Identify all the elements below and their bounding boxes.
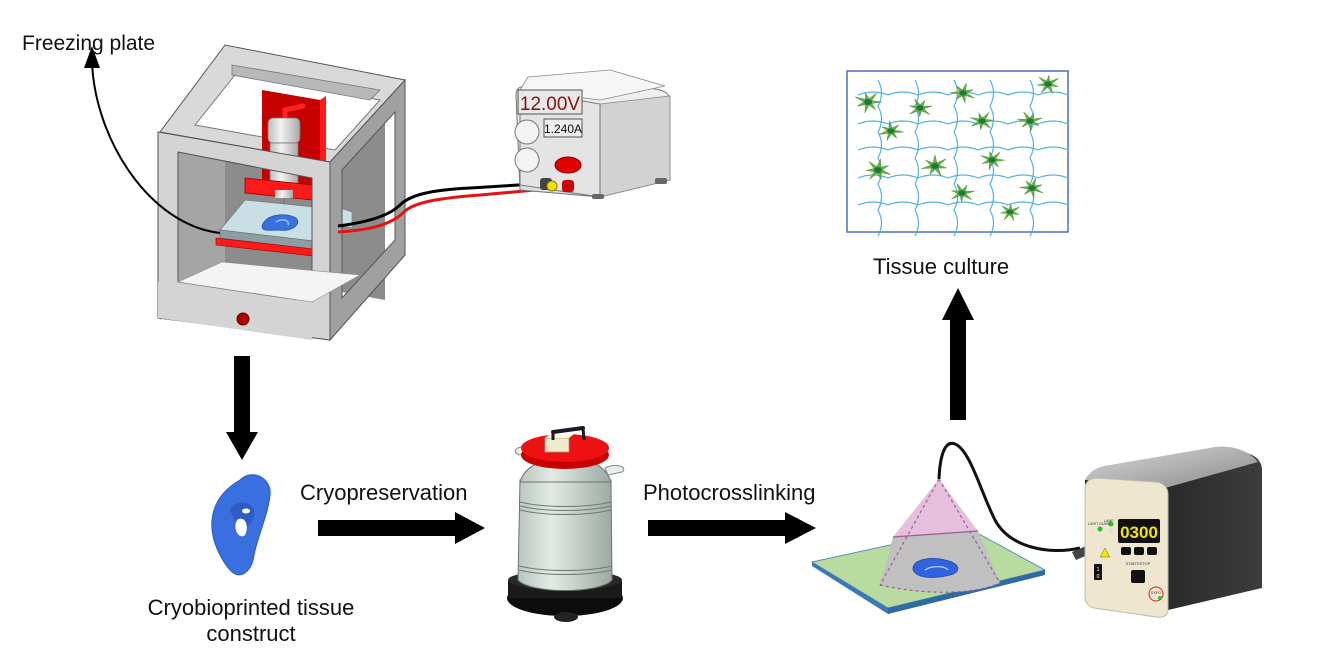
up-button[interactable] (1134, 547, 1144, 555)
open-indicator (1108, 528, 1114, 534)
label-photocrosslinking: Photocrosslinking (643, 480, 816, 505)
arrow-up (942, 288, 974, 420)
arrow-down (226, 356, 258, 460)
reset-button[interactable] (1121, 547, 1131, 555)
arrow-cryopreservation (318, 512, 485, 544)
cell-nucleus (1044, 81, 1052, 87)
light-guide-cable (937, 441, 1081, 552)
freezing-plate-pointer-head (84, 46, 100, 68)
cryobioprinter (157, 44, 406, 342)
current-readout: 1.240A (544, 122, 582, 136)
current-display (543, 118, 583, 138)
syringe-top (267, 117, 301, 144)
lamp-label: LAMP (1104, 519, 1114, 523)
cell-nucleus (1028, 185, 1036, 191)
printer-power-button[interactable] (236, 312, 250, 326)
exposure-timer-display (1118, 519, 1160, 543)
tissue-culture-panel (846, 70, 1069, 237)
cell-nucleus (1026, 118, 1034, 124)
power-switch[interactable] (554, 156, 582, 174)
cell-nucleus (874, 167, 882, 173)
red-wire (337, 185, 569, 234)
fiber-horizontal (857, 201, 1069, 206)
voltage-readout: 12.00V (520, 94, 581, 115)
power-supply: 12.00V 1.240A (514, 69, 671, 199)
fiber-vertical (1029, 79, 1035, 237)
down-button[interactable] (1147, 547, 1157, 555)
uv-light-source: 0300 LAMP LIGHT GUIDE START/STOP 1 0 EXP… (1084, 446, 1262, 618)
cell-layer (855, 75, 1059, 221)
light-guide-indicator (1097, 526, 1103, 532)
light-guide-label: LIGHT GUIDE (1088, 522, 1111, 526)
svg-text:EXPO: EXPO (1151, 591, 1161, 595)
label-cryopreservation: Cryopreservation (300, 480, 468, 505)
timer-readout: 0300 (1120, 523, 1158, 542)
start-stop-button[interactable] (1131, 570, 1145, 583)
red-terminal (562, 180, 574, 192)
start-stop-label: START/STOP (1126, 561, 1151, 566)
expo-ring (1148, 586, 1164, 602)
svg-text:1: 1 (1097, 567, 1100, 573)
fiber-horizontal (857, 146, 1069, 151)
photocrosslinking-setup (810, 441, 1104, 614)
dewar-handle (551, 426, 585, 434)
cell-nucleus (959, 90, 967, 96)
power-rocker-switch[interactable] (1094, 564, 1102, 580)
dewar-body (517, 479, 613, 591)
cell-nucleus (916, 105, 924, 111)
cryobioprinted-ear (211, 474, 271, 576)
cell-nucleus (887, 128, 895, 134)
black-wire (337, 182, 536, 228)
fiber-vertical (953, 79, 959, 237)
fiber-vertical (877, 79, 883, 237)
uv-light-cone (893, 479, 978, 537)
printed-ear-on-plate (261, 214, 299, 231)
svg-text:0: 0 (1097, 574, 1100, 580)
label-construct-line2: construct (206, 621, 296, 646)
ear-under-light (912, 558, 959, 578)
warning-icon (1099, 547, 1111, 558)
label-freezing-plate: Freezing plate (22, 32, 156, 55)
cell-nucleus (988, 157, 996, 163)
label-construct: Cryobioprinted tissue construct (132, 595, 370, 647)
cell-nucleus (1006, 209, 1014, 215)
arrow-photocrosslinking (648, 512, 816, 544)
label-tissue-culture: Tissue culture (873, 254, 1010, 279)
cell-nucleus (978, 118, 986, 124)
freezing-plate-pointer (91, 61, 221, 234)
cell-nucleus (958, 190, 966, 196)
current-knob[interactable] (514, 147, 540, 173)
ground-terminal (546, 180, 558, 192)
cell-nucleus (931, 163, 939, 169)
voltage-display (517, 89, 583, 115)
cryogenic-dewar (507, 426, 625, 622)
voltage-knob[interactable] (514, 119, 540, 145)
cell-nucleus (864, 99, 872, 105)
label-construct-line1: Cryobioprinted tissue (147, 595, 355, 620)
lamp-indicator (1108, 521, 1114, 527)
expo-indicator (1158, 596, 1162, 600)
fiber-horizontal (857, 174, 1069, 179)
